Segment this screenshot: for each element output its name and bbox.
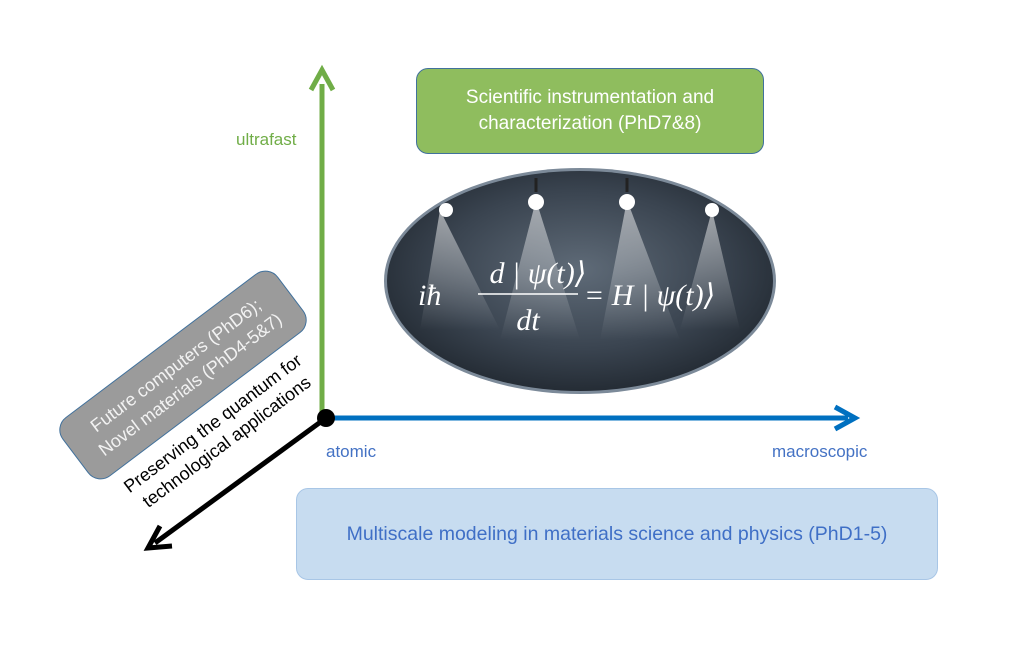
spotlight-icon — [528, 194, 544, 210]
spotlight-icon — [619, 194, 635, 210]
equation-prefix: iħ — [418, 279, 441, 312]
modeling-box: Multiscale modeling in materials science… — [296, 488, 938, 580]
vertical-axis-ultrafast — [308, 64, 336, 418]
ultrafast-label: ultrafast — [236, 130, 297, 149]
horizontal-axis-scale — [326, 404, 861, 432]
light-beam — [420, 210, 500, 330]
instrumentation-line2: characterization (PhD7&8) — [478, 113, 702, 134]
macroscopic-label: macroscopic — [772, 442, 868, 461]
spotlight-icon — [439, 203, 453, 217]
stage-ellipse — [384, 168, 776, 394]
origin-dot — [317, 409, 335, 427]
modeling-text: Multiscale modeling in materials science… — [346, 522, 888, 545]
equation-rhs: = H | ψ(t)⟩ — [584, 279, 715, 312]
light-beam — [680, 210, 740, 330]
schrodinger-equation: iħ d | ψ(t)⟩ dt = H | ψ(t)⟩ — [418, 257, 715, 337]
instrumentation-box: Scientific instrumentation and character… — [416, 68, 764, 154]
spotlight-icon — [705, 203, 719, 217]
light-beam — [600, 200, 680, 340]
instrumentation-line1: Scientific instrumentation and — [465, 87, 715, 108]
atomic-label: atomic — [326, 442, 377, 461]
equation-denominator: dt — [516, 304, 540, 337]
light-beam — [500, 200, 580, 340]
equation-numerator: d | ψ(t)⟩ — [490, 257, 587, 290]
diagonal-axis-applications — [143, 415, 328, 551]
